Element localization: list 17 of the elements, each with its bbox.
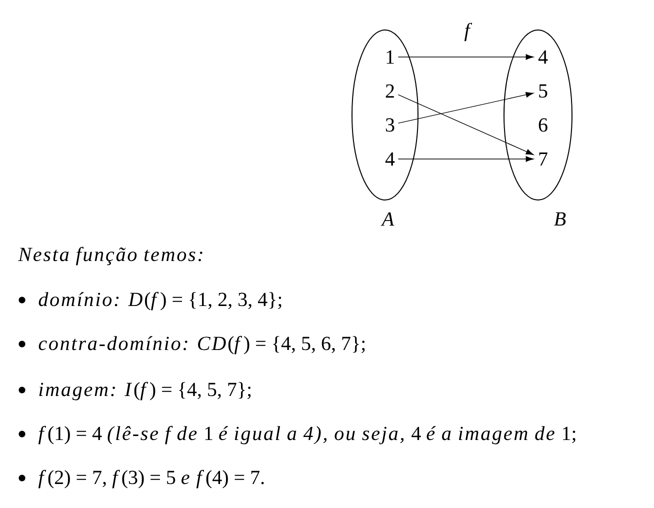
list-item: f(1) = 4 (lê-se f de 1 é igual a 4), ou seja, 4 é a imagem de 1;	[38, 426, 576, 444]
set-element: 1	[386, 50, 394, 64]
list-item: domínio: D(f) = {1, 2, 3, 4};	[38, 292, 282, 310]
set-label: B	[554, 212, 566, 226]
set-element: 6	[538, 118, 548, 132]
list-item: contra-domínio: CD(f) = {4, 5, 6, 7};	[38, 336, 365, 354]
set-element: 3	[386, 118, 394, 132]
heading: Nesta função temos:	[18, 246, 202, 266]
list-item: imagem: I(f) = {4, 5, 7};	[39, 382, 251, 400]
set-label: A	[380, 212, 394, 226]
set-element: 4	[538, 50, 548, 64]
set-element: 5	[539, 84, 548, 98]
set-element: 7	[539, 152, 548, 166]
set-element: 4	[385, 152, 395, 166]
list-item: f(2) = 7, f(3) = 5 e f(4) = 7.	[38, 470, 264, 488]
set-element: 2	[386, 84, 394, 98]
function-label: f	[464, 22, 472, 42]
